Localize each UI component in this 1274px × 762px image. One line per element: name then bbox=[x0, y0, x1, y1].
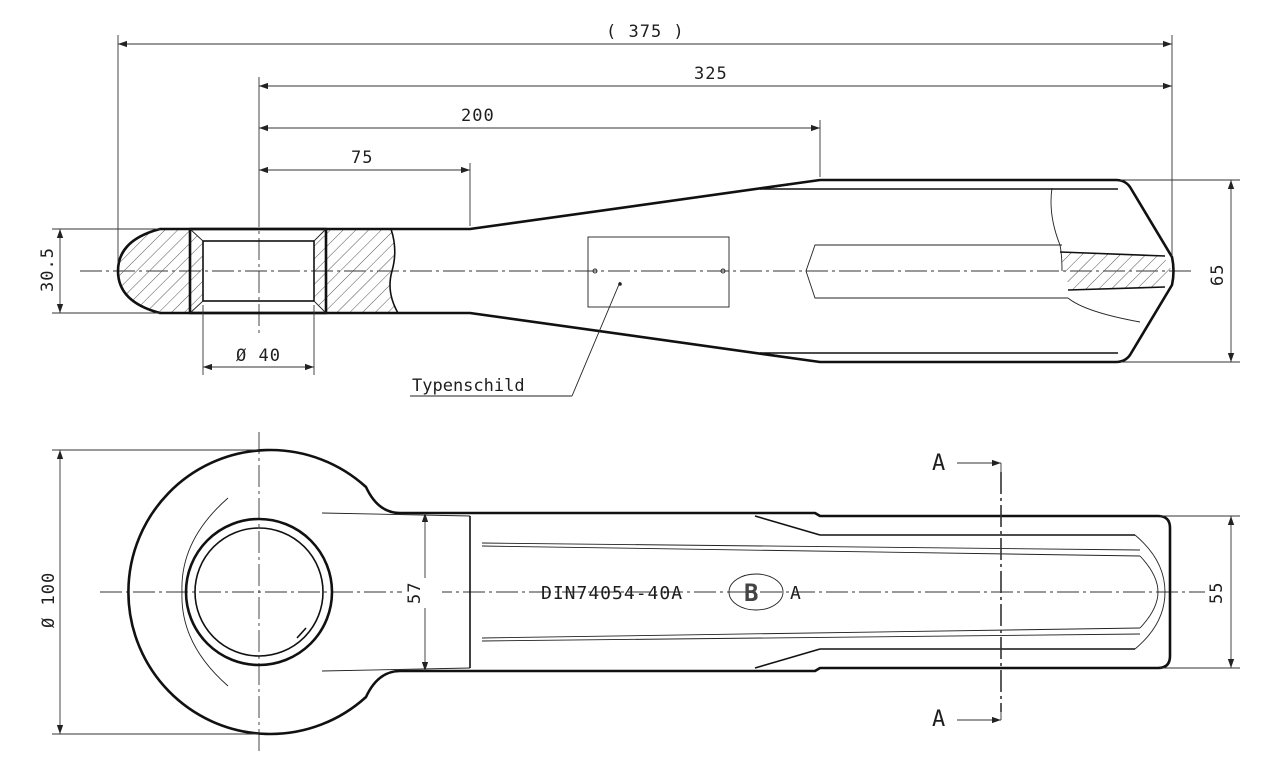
marking-suffix: A bbox=[790, 583, 802, 604]
lower-taper-inner bbox=[759, 352, 821, 363]
plan-view: DIN74054-40A B A A A Ø 100 57 55 bbox=[39, 432, 1240, 752]
shaft-upper-taper-2 bbox=[481, 545, 1141, 557]
neck-hatch bbox=[326, 229, 398, 313]
bore-left-wall-hatch bbox=[190, 229, 203, 313]
ring-bore-inner bbox=[194, 527, 324, 657]
dim-text-200: 200 bbox=[461, 106, 495, 126]
dim-text-30-5: 30.5 bbox=[38, 247, 58, 292]
side-view: Typenschild ( 375 ) 325 200 75 30.5 Ø 40… bbox=[38, 22, 1240, 397]
shaft-lower-taper-2 bbox=[481, 627, 1141, 639]
ring-bore-outer bbox=[184, 517, 334, 667]
type-plate-label: Typenschild bbox=[412, 376, 525, 396]
marking-logo: B bbox=[744, 579, 758, 607]
ring-bore-gap bbox=[296, 627, 307, 639]
break-line bbox=[389, 228, 399, 314]
side-outline bbox=[116, 178, 1175, 364]
groove-outline bbox=[805, 244, 1068, 299]
bore-inner-rectangle bbox=[202, 240, 315, 302]
ring-right-arc-top bbox=[321, 512, 471, 517]
tip-hatch bbox=[1060, 252, 1172, 290]
dim-text-100: Ø 100 bbox=[39, 572, 59, 628]
shaft-lower-taper bbox=[481, 633, 1141, 642]
marking-text: DIN74054-40A bbox=[541, 583, 683, 604]
type-plate-rivet-right bbox=[720, 268, 726, 274]
tip-upper-edge bbox=[1059, 251, 1166, 257]
shaft-upper-taper bbox=[481, 542, 1141, 551]
dim-text-55: 55 bbox=[1207, 582, 1227, 604]
shaft-tip-curve-inner bbox=[1139, 555, 1159, 629]
ring-left-arc bbox=[181, 497, 229, 687]
dim-text-375: ( 375 ) bbox=[606, 22, 685, 42]
bore-chamfer-bl bbox=[189, 300, 204, 314]
tip-lower-edge bbox=[1067, 286, 1166, 291]
type-plate-rivet-left bbox=[592, 268, 598, 274]
shaft-lower-chamfer bbox=[754, 648, 821, 669]
dim-text-325: 325 bbox=[694, 64, 728, 84]
dim-text-55-mask bbox=[1205, 578, 1227, 608]
tip-curve-lower bbox=[1067, 297, 1141, 323]
marking-logo-oval bbox=[728, 573, 784, 611]
dim-text-bore: Ø 40 bbox=[236, 346, 281, 366]
plan-outline bbox=[127, 448, 1172, 736]
dim-text-65: 65 bbox=[1208, 264, 1228, 286]
bore-chamfer-br bbox=[313, 300, 327, 314]
shaft-tip-curve bbox=[1134, 534, 1166, 650]
shaft-upper-chamfer bbox=[754, 515, 821, 536]
dim-text-75: 75 bbox=[351, 148, 373, 168]
bore-rectangle bbox=[188, 227, 328, 315]
section-label-bottom: A bbox=[932, 707, 945, 732]
type-plate-leader bbox=[571, 281, 621, 397]
ring-right-arc-bottom bbox=[321, 667, 471, 672]
type-plate-leader-dot bbox=[618, 282, 622, 286]
dim-text-57-mask bbox=[402, 578, 442, 608]
type-plate-rectangle bbox=[587, 236, 730, 308]
upper-taper-inner bbox=[759, 179, 821, 190]
section-label-top: A bbox=[932, 451, 945, 476]
bore-chamfer-tl bbox=[189, 228, 204, 242]
bore-right-wall-hatch bbox=[314, 229, 326, 313]
tip-curve-upper bbox=[1050, 187, 1063, 272]
head-hatch bbox=[118, 229, 190, 313]
bore-chamfer-tr bbox=[313, 228, 327, 242]
dim-text-57: 57 bbox=[405, 582, 425, 604]
